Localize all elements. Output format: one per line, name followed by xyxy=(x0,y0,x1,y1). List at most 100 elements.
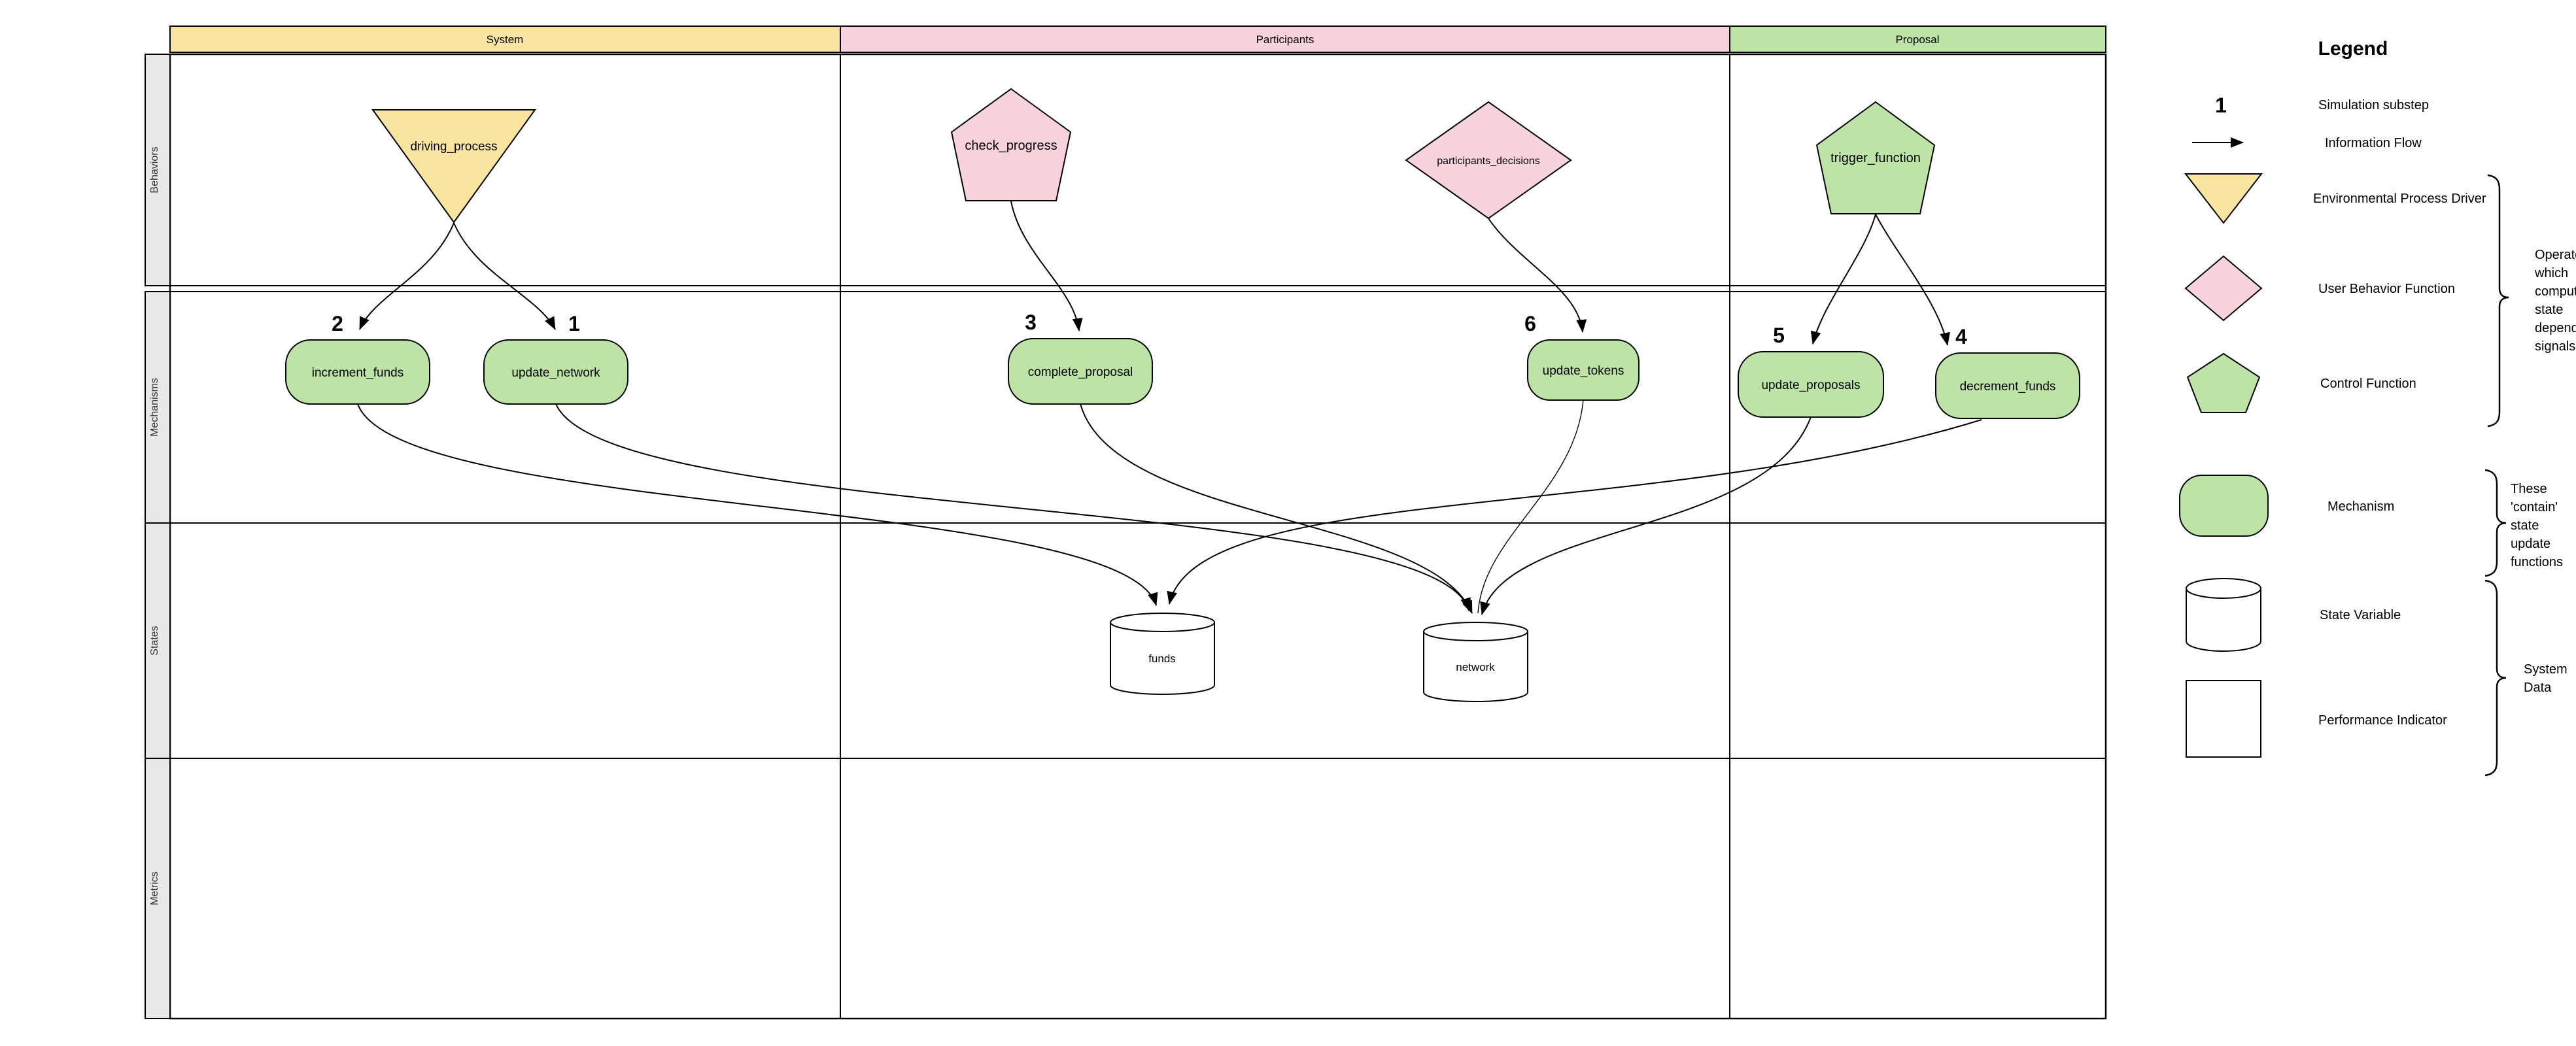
swimlane-grid xyxy=(169,53,2107,1020)
node-funds: funds xyxy=(1110,613,1215,695)
node-participants-decisions: participants_decisions xyxy=(1405,101,1572,220)
brace-system-data xyxy=(2484,579,2507,777)
annotation-line: Data xyxy=(2524,681,2552,695)
header-cell-proposal xyxy=(1729,25,2106,53)
substep-number: 3 xyxy=(1025,311,1037,334)
annotation-line: These xyxy=(2511,482,2547,496)
annotation-operators: Operators which compute state dependent … xyxy=(2534,248,2576,354)
mechanism-shape xyxy=(1738,351,1884,418)
triangle-down-icon xyxy=(2184,173,2263,224)
row-label-sidebar: Behaviors Mechanisms States Metrics xyxy=(145,54,171,1019)
grid-outer-border xyxy=(169,53,2107,1020)
substep-number: 2 xyxy=(332,312,343,335)
legend-title: Legend xyxy=(2318,38,2388,59)
node-label: network xyxy=(1456,661,1495,673)
annotation-line: state xyxy=(2535,303,2563,317)
node-label: funds xyxy=(1148,652,1176,665)
row-label-states: States xyxy=(149,626,160,655)
cylinder-icon-top xyxy=(2186,578,2261,599)
row-cell-metrics xyxy=(145,758,171,1019)
annotation-line: signals xyxy=(2535,339,2575,354)
header-label-proposal: Proposal xyxy=(1895,33,1939,46)
row-label-mechanisms: Mechanisms xyxy=(149,378,160,437)
substep-number: 5 xyxy=(1773,324,1785,347)
brace-mechanism-note xyxy=(2484,469,2507,577)
mechanism-shape xyxy=(1527,339,1640,401)
legend-label-mechanism: Mechanism xyxy=(2327,499,2394,514)
node-update-proposals: 5 update_proposals xyxy=(1738,324,1884,418)
edge-driving-process-to-increment-funds xyxy=(359,222,455,330)
pentagon-icon xyxy=(2186,352,2261,413)
node-label: update_proposals xyxy=(1761,379,1860,392)
cylinder-body xyxy=(1110,622,1215,695)
annotation-line: dependent xyxy=(2535,321,2576,335)
legend: Legend 1 Simulation substep Information … xyxy=(2179,38,2576,777)
legend-label-control-function: Control Function xyxy=(2320,377,2416,391)
mechanism-shape xyxy=(1935,352,2080,419)
mechanism-icon xyxy=(2179,475,2269,537)
cylinder-top xyxy=(1423,622,1528,641)
node-label: complete_proposal xyxy=(1028,365,1133,379)
legend-label-simulation-substep: Simulation substep xyxy=(2318,98,2429,112)
edge-participants-decisions-to-update-tokens xyxy=(1488,218,1587,333)
header-label-system: System xyxy=(487,33,524,46)
annotation-line: System xyxy=(2524,662,2567,677)
annotation-line: functions xyxy=(2511,555,2563,569)
annotation-system-data: System Data xyxy=(2524,662,2567,695)
node-label: update_tokens xyxy=(1543,364,1624,378)
node-trigger-function: trigger_function xyxy=(1815,101,1936,214)
row-cell-behaviors xyxy=(145,54,171,286)
row-cell-states xyxy=(145,522,171,759)
edge-update-tokens-to-network xyxy=(1477,399,1584,614)
edge-update-network-to-network xyxy=(555,403,1471,611)
edge-complete-proposal-to-network xyxy=(1080,403,1473,614)
annotation-line: which xyxy=(2534,266,2568,280)
cylinder-top xyxy=(1110,613,1215,632)
substep-number: 4 xyxy=(1955,325,1967,348)
diamond-icon xyxy=(2184,255,2263,322)
information-flow-edges xyxy=(357,201,1982,615)
edge-decrement-funds-to-funds xyxy=(1167,419,1982,605)
node-label: trigger_function xyxy=(1830,151,1921,165)
annotation-contain: These 'contain' state update functions xyxy=(2511,482,2563,569)
node-label: increment_funds xyxy=(312,366,404,380)
node-check-progress: check_progress xyxy=(950,88,1072,201)
node-label: check_progress xyxy=(965,139,1057,153)
node-update-network: 1 update_network xyxy=(483,312,628,405)
node-network: network xyxy=(1423,622,1528,702)
edge-update-proposals-to-network xyxy=(1480,416,1812,615)
legend-substep-number-glyph: 1 xyxy=(2215,93,2227,117)
edge-driving-process-to-update-network xyxy=(453,222,556,330)
diamond-shape xyxy=(1405,101,1572,220)
legend-label-state-variable: State Variable xyxy=(2320,608,2401,622)
mechanism-shape xyxy=(285,339,430,405)
pentagon-shape xyxy=(1815,101,1936,214)
cylinder-body xyxy=(1423,632,1528,702)
edge-trigger-function-to-update-proposals xyxy=(1810,214,1876,345)
legend-label-information-flow: Information Flow xyxy=(2325,136,2422,150)
node-label: participants_decisions xyxy=(1437,156,1539,167)
node-update-tokens: 6 update_tokens xyxy=(1524,312,1640,401)
annotation-line: Operators xyxy=(2535,248,2576,262)
node-decrement-funds: 4 decrement_funds xyxy=(1935,325,2080,419)
mechanism-shape xyxy=(483,339,628,405)
row-cell-mechanisms xyxy=(145,291,171,524)
pentagon-shape xyxy=(950,88,1072,201)
edge-increment-funds-to-funds xyxy=(357,403,1158,606)
triangle-down-shape xyxy=(371,109,536,224)
node-label: driving_process xyxy=(410,140,497,154)
substep-number: 1 xyxy=(568,312,580,335)
substep-number: 6 xyxy=(1524,312,1536,335)
annotation-line: compute xyxy=(2535,284,2576,299)
node-label: update_network xyxy=(511,366,600,380)
node-complete-proposal: 3 complete_proposal xyxy=(1008,311,1153,405)
node-increment-funds: 2 increment_funds xyxy=(285,312,430,405)
brace-operators-group xyxy=(2487,174,2509,428)
annotation-line: state xyxy=(2511,518,2539,533)
mechanism-shape xyxy=(1008,338,1153,405)
header-label-participants: Participants xyxy=(1256,33,1314,46)
legend-label-performance-indicator: Performance Indicator xyxy=(2318,713,2447,728)
legend-label-user-behavior-function: User Behavior Function xyxy=(2318,282,2455,296)
